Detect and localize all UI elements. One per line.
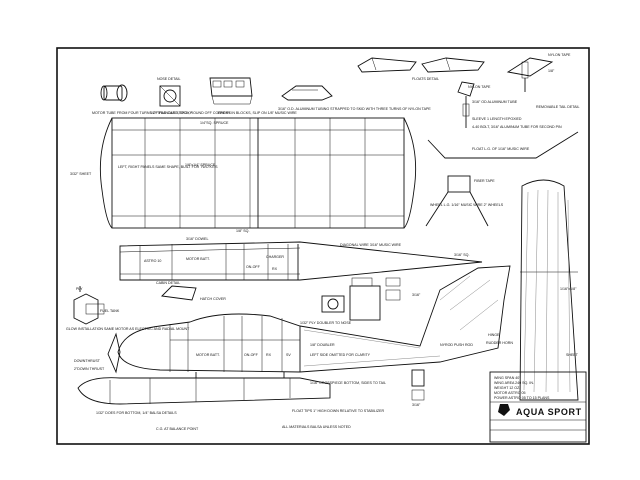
float-side: 1/32" DOES FOR BOTTOM, 1/4" BALSA DETAIL… (77, 372, 384, 431)
float-landing-gear: FLOAT L.G. OF 1/16" MUSIC WIRE (427, 131, 579, 159)
bolt-label: 4-40 BOLT, 3/16" ALUMINUM TUBE FOR SECON… (472, 125, 562, 129)
sv-label: SV (286, 353, 291, 357)
float-tips-label: FLOAT TIPS 1" HIGH DOWN RELATIVE TO STAB… (292, 409, 384, 413)
spruce-top-label: 1/4"SQ. SPRUCE (200, 121, 229, 125)
wing-sheet-label: 3/32" SHEET (70, 172, 92, 176)
skid-detail: 3/16" O.D. ALUMINUM TUBING STRAPPED TO S… (278, 85, 431, 111)
rx-label: RX (266, 353, 272, 357)
rudder-horn-label: RUDDER HORN (486, 341, 513, 345)
motor-batt-label: MOTOR BATT. (196, 353, 220, 357)
spec-line-3: WEIGHT 12 OZ. (494, 386, 520, 390)
float-detail: FLOATS DETAIL (357, 57, 485, 81)
wing-spar-label: 1/8" SQ. (236, 229, 249, 233)
left-side-label: LEFT SIDE OMITTED FOR CLARITY (310, 353, 371, 357)
wing-ribs (144, 118, 366, 228)
charger-label: CHARGER (266, 255, 284, 259)
wheel-gear: FIBER TAPE WHEEL L.G. 1/16" MUSIC WIRE 2… (425, 175, 504, 227)
aluminum-label: 3/16" O.D. ALUMINUM TUBING STRAPPED TO S… (278, 107, 431, 111)
rx-top-label: RX (272, 267, 278, 271)
glow-label: GLOW INSTALLATION SAME MOTOR AS ELECTRIC… (66, 327, 190, 331)
fuselage-top-view: 3/16" DOWEL DIAGONAL WIRE 3/16" MUSIC WI… (119, 237, 483, 281)
propeller: DOWNTHRUST 2"DOWN THRUST (74, 332, 121, 374)
small-parts: 3/16" (411, 369, 425, 407)
triangle-stock-label: 1/2" TRIANGLE STOCK, ROUND OFF CORNERS (150, 111, 231, 115)
spec-line-4: MOTOR ASTRO 05 (494, 391, 526, 395)
nose-detail-label: NOSE DETAIL (157, 77, 181, 81)
elev-label: 3/16" SQ. (454, 253, 469, 257)
dowel-label: 3/16" DOWEL (186, 237, 208, 241)
balsa-label: ALL MATERIALS BALSA UNLESS NOTED (282, 425, 351, 429)
stab-sheet-label: SHEET (566, 353, 579, 357)
spec-line-2: WING AREA 240 SQ. IN. (494, 381, 534, 385)
fiber-tape-label: FIBER TAPE (474, 179, 495, 183)
on-off-label: ON-OFF (244, 353, 259, 357)
motor-batt-top-label: MOTOR BATT. (186, 257, 210, 261)
wing-panels-label: LEFT, RIGHT PANELS SAME SHAPE, BUILT FOR… (118, 165, 218, 169)
crosspiece-label: 1/16" CROSSPIECE BOTTOM, SIDES TO TAIL (310, 381, 386, 385)
sleeve-label: SLEEVE 1 LENGTH EPOXIED (472, 117, 522, 121)
removable-tail-detail: NYLON TAPE 3/16" OD ALUMINUM TUBE REMOVA… (457, 81, 580, 129)
cabin-block-detail: EPOXY IN BLOCKS, SLIP ON 1/8" MUSIC WIRE (209, 77, 297, 115)
motor-tube-detail: MOTOR TUBE FROM FOUR TURNS OF FILE CARD,… (92, 84, 193, 115)
cabin-detail: CABIN DETAIL HATCH COVER (156, 281, 226, 301)
spec-line-1: WING SPAN 40" (494, 376, 521, 380)
diagonal-label: DIAGONAL WIRE 3/16" MUSIC WIRE (340, 243, 402, 247)
tail-mount-detail: NYLON TAPE 1/8" (506, 53, 571, 92)
nylon-tape-label: NYLON TAPE (468, 85, 491, 89)
lion-logo (498, 404, 510, 416)
fuel-tank-label: FUEL TANK (100, 309, 120, 313)
title-block: WING SPAN 40" WING AREA 240 SQ. IN. WEIG… (489, 371, 587, 443)
epoxy-label: EPOXY IN BLOCKS, SLIP ON 1/8" MUSIC WIRE (218, 111, 297, 115)
glow-installation: FUEL TANK GLOW INSTALLATION SAME MOTOR A… (66, 286, 190, 331)
on-off-top-label: ON-OFF (246, 265, 261, 269)
former-pieces: 3/16" (321, 277, 421, 321)
doubler-label: 1/8" DOUBLER (310, 343, 335, 347)
ply-doubler-label: 1/32" PLY DOUBLER TO NOSE (300, 321, 352, 325)
downthrust-label: DOWNTHRUST (74, 359, 101, 363)
hatch-label: HATCH COVER (200, 297, 226, 301)
stab-dim-label: 1/16"x1/8" (560, 287, 577, 291)
cg-label: C.G. AT BALANCE POINT (156, 427, 199, 431)
fuselage-side-view: MOTOR BATT. ON-OFF RX SV 1/32" PLY DOUBL… (117, 253, 513, 385)
sidethrust-label: 2"DOWN THRUST (74, 367, 105, 371)
nose-detail: NOSE DETAIL 1/2" TRIANGLE STOCK, ROUND O… (150, 77, 231, 115)
astro-label: ASTRO 10 (144, 259, 161, 263)
motor-tube-label: MOTOR TUBE FROM FOUR TURNS OF FILE CARD,… (92, 111, 193, 115)
wing-plan: LEFT, RIGHT PANELS SAME SHAPE, BUILT FOR… (70, 117, 417, 233)
wing-spruce-label: 1/8"x1/4" SPRUCE (185, 163, 216, 167)
pushrod-label: NYROD PUSH ROD (440, 343, 473, 347)
alum-tube-top-label: 1/8" (548, 69, 555, 73)
spec-line-5: POWER ASTRO 05 TO 15 PLANS (494, 396, 550, 400)
stabilizer: 1/16"x1/8" SHEET (519, 179, 579, 401)
hinge-label: HINGE (488, 333, 500, 337)
plan-title: AQUA SPORT (516, 407, 582, 417)
float-detail-label: FLOATS DETAIL (412, 77, 439, 81)
part-dim-label: 3/16" (412, 403, 421, 407)
float-lg-label: FLOAT L.G. OF 1/16" MUSIC WIRE (472, 147, 530, 151)
wheel-lg-label: WHEEL L.G. 1/16" MUSIC WIRE 2" WHEELS (430, 203, 504, 207)
nylon-label: NYLON TAPE (548, 53, 571, 57)
removable-tail-label: REMOVABLE TAIL DETAIL (536, 105, 580, 109)
float-bottom-label: 1/32" DOES FOR BOTTOM, 1/4" BALSA DETAIL… (96, 411, 177, 415)
alum-tube-label: 3/16" OD ALUMINUM TUBE (472, 100, 518, 104)
former-label: 3/16" (412, 293, 421, 297)
ply-label: PLY (76, 287, 83, 291)
cabin-label: CABIN DETAIL (156, 281, 180, 285)
